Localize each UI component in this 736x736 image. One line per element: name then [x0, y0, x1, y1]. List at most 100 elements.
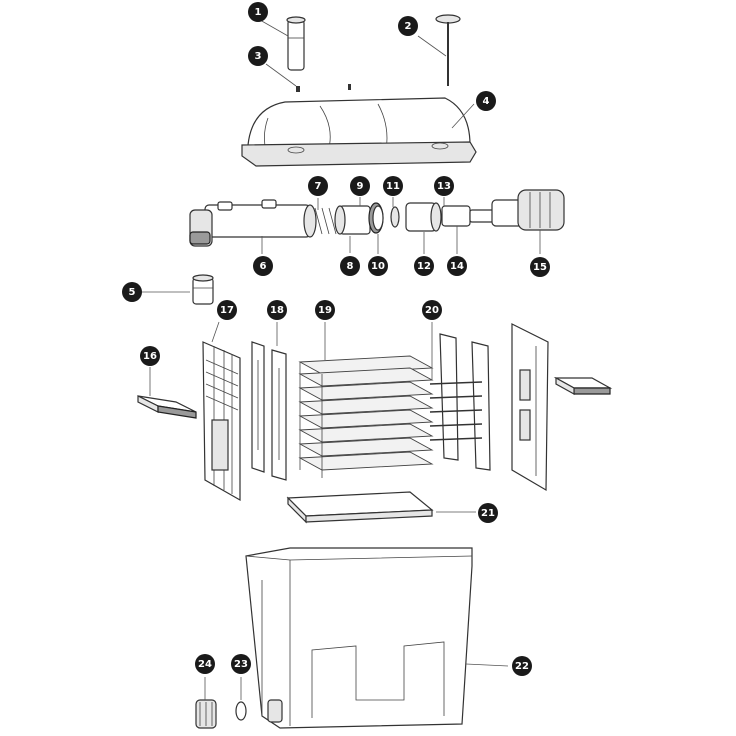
callout-23: 23 [231, 654, 251, 674]
callout-circle [530, 257, 550, 277]
callout-13: 13 [434, 176, 454, 196]
callout-number: 7 [315, 181, 322, 192]
callout-number: 12 [417, 261, 431, 272]
callout-circle [383, 176, 403, 196]
callout-3: 3 [248, 46, 268, 66]
part-10-ring [368, 202, 384, 234]
part-15-end-cap [491, 189, 565, 231]
callout-circle [315, 300, 335, 320]
callout-number: 14 [450, 261, 464, 272]
callout-number: 9 [357, 181, 364, 192]
callout-20: 20 [422, 300, 442, 320]
callout-number: 20 [425, 305, 439, 316]
callout-number: 5 [129, 287, 136, 298]
part-24-knob [195, 699, 217, 729]
part-22-tank [245, 547, 473, 729]
callout-circle [478, 503, 498, 523]
callout-18: 18 [267, 300, 287, 320]
leader-lines [141, 19, 541, 700]
callout-number: 17 [220, 305, 234, 316]
callout-number: 22 [515, 661, 529, 672]
callout-9: 9 [350, 176, 370, 196]
callout-circle [267, 300, 287, 320]
part-5-nozzle [192, 274, 214, 305]
part-3-screw [296, 84, 351, 92]
callout-number: 18 [270, 305, 284, 316]
callout-2: 2 [398, 16, 418, 36]
part-right-tray [553, 376, 613, 396]
part-right-plate [511, 323, 549, 492]
callout-circle [140, 346, 160, 366]
part-6-uv-tube [189, 199, 317, 247]
part-11-seal [390, 206, 400, 228]
part-8-9-sleeve [334, 205, 371, 235]
callout-1: 1 [248, 2, 268, 22]
part-2-rod [435, 14, 461, 86]
callout-number: 1 [255, 7, 262, 18]
callout-number: 15 [533, 262, 547, 273]
callout-circle [422, 300, 442, 320]
callout-12: 12 [414, 256, 434, 276]
callout-circle [231, 654, 251, 674]
callout-circle [248, 46, 268, 66]
part-17-grid-panel [202, 341, 241, 502]
callout-number: 10 [371, 261, 385, 272]
callout-number: 23 [234, 659, 248, 670]
callout-14: 14 [447, 256, 467, 276]
callout-number: 11 [386, 181, 400, 192]
callout-number: 19 [318, 305, 332, 316]
callout-22: 22 [512, 656, 532, 676]
callout-19: 19 [315, 300, 335, 320]
callout-17: 17 [217, 300, 237, 320]
callout-4: 4 [476, 91, 496, 111]
part-7-spring [314, 207, 337, 235]
callout-number: 3 [255, 51, 262, 62]
callout-number: 16 [143, 351, 157, 362]
callout-circle [217, 300, 237, 320]
callout-circle [434, 176, 454, 196]
callout-6: 6 [253, 256, 273, 276]
callout-15: 15 [530, 257, 550, 277]
callout-number: 21 [481, 508, 495, 519]
callout-10: 10 [368, 256, 388, 276]
callout-number: 24 [198, 659, 212, 670]
callout-circle [414, 256, 434, 276]
callout-11: 11 [383, 176, 403, 196]
part-12-coupler [405, 202, 442, 232]
callout-circle [248, 2, 268, 22]
callout-5: 5 [122, 282, 142, 302]
callout-circle [122, 282, 142, 302]
callout-circle [308, 176, 328, 196]
part-23-o-ring [235, 701, 247, 721]
part-16-left-tray [137, 395, 197, 419]
callout-circle [476, 91, 496, 111]
callout-21: 21 [478, 503, 498, 523]
callout-circle [512, 656, 532, 676]
callout-16: 16 [140, 346, 160, 366]
callout-number: 13 [437, 181, 451, 192]
callout-8: 8 [340, 256, 360, 276]
callout-circle [368, 256, 388, 276]
callout-circle [398, 16, 418, 36]
part-20-rod-frame [429, 333, 491, 471]
part-13-14-fitting [441, 205, 495, 227]
callout-circle [253, 256, 273, 276]
callout-24: 24 [195, 654, 215, 674]
part-21-foam-pad [286, 491, 434, 524]
part-18-dividers [251, 341, 287, 481]
callout-circle [350, 176, 370, 196]
callout-circle [447, 256, 467, 276]
callout-number: 8 [347, 261, 354, 272]
part-19-filter-stack [298, 355, 434, 478]
callout-number: 4 [483, 96, 490, 107]
callout-circle [340, 256, 360, 276]
callout-number: 2 [405, 21, 412, 32]
callout-circle [195, 654, 215, 674]
part-1-tube [286, 16, 306, 71]
callout-7: 7 [308, 176, 328, 196]
callout-number: 6 [260, 261, 267, 272]
part-4-lid [241, 97, 477, 167]
